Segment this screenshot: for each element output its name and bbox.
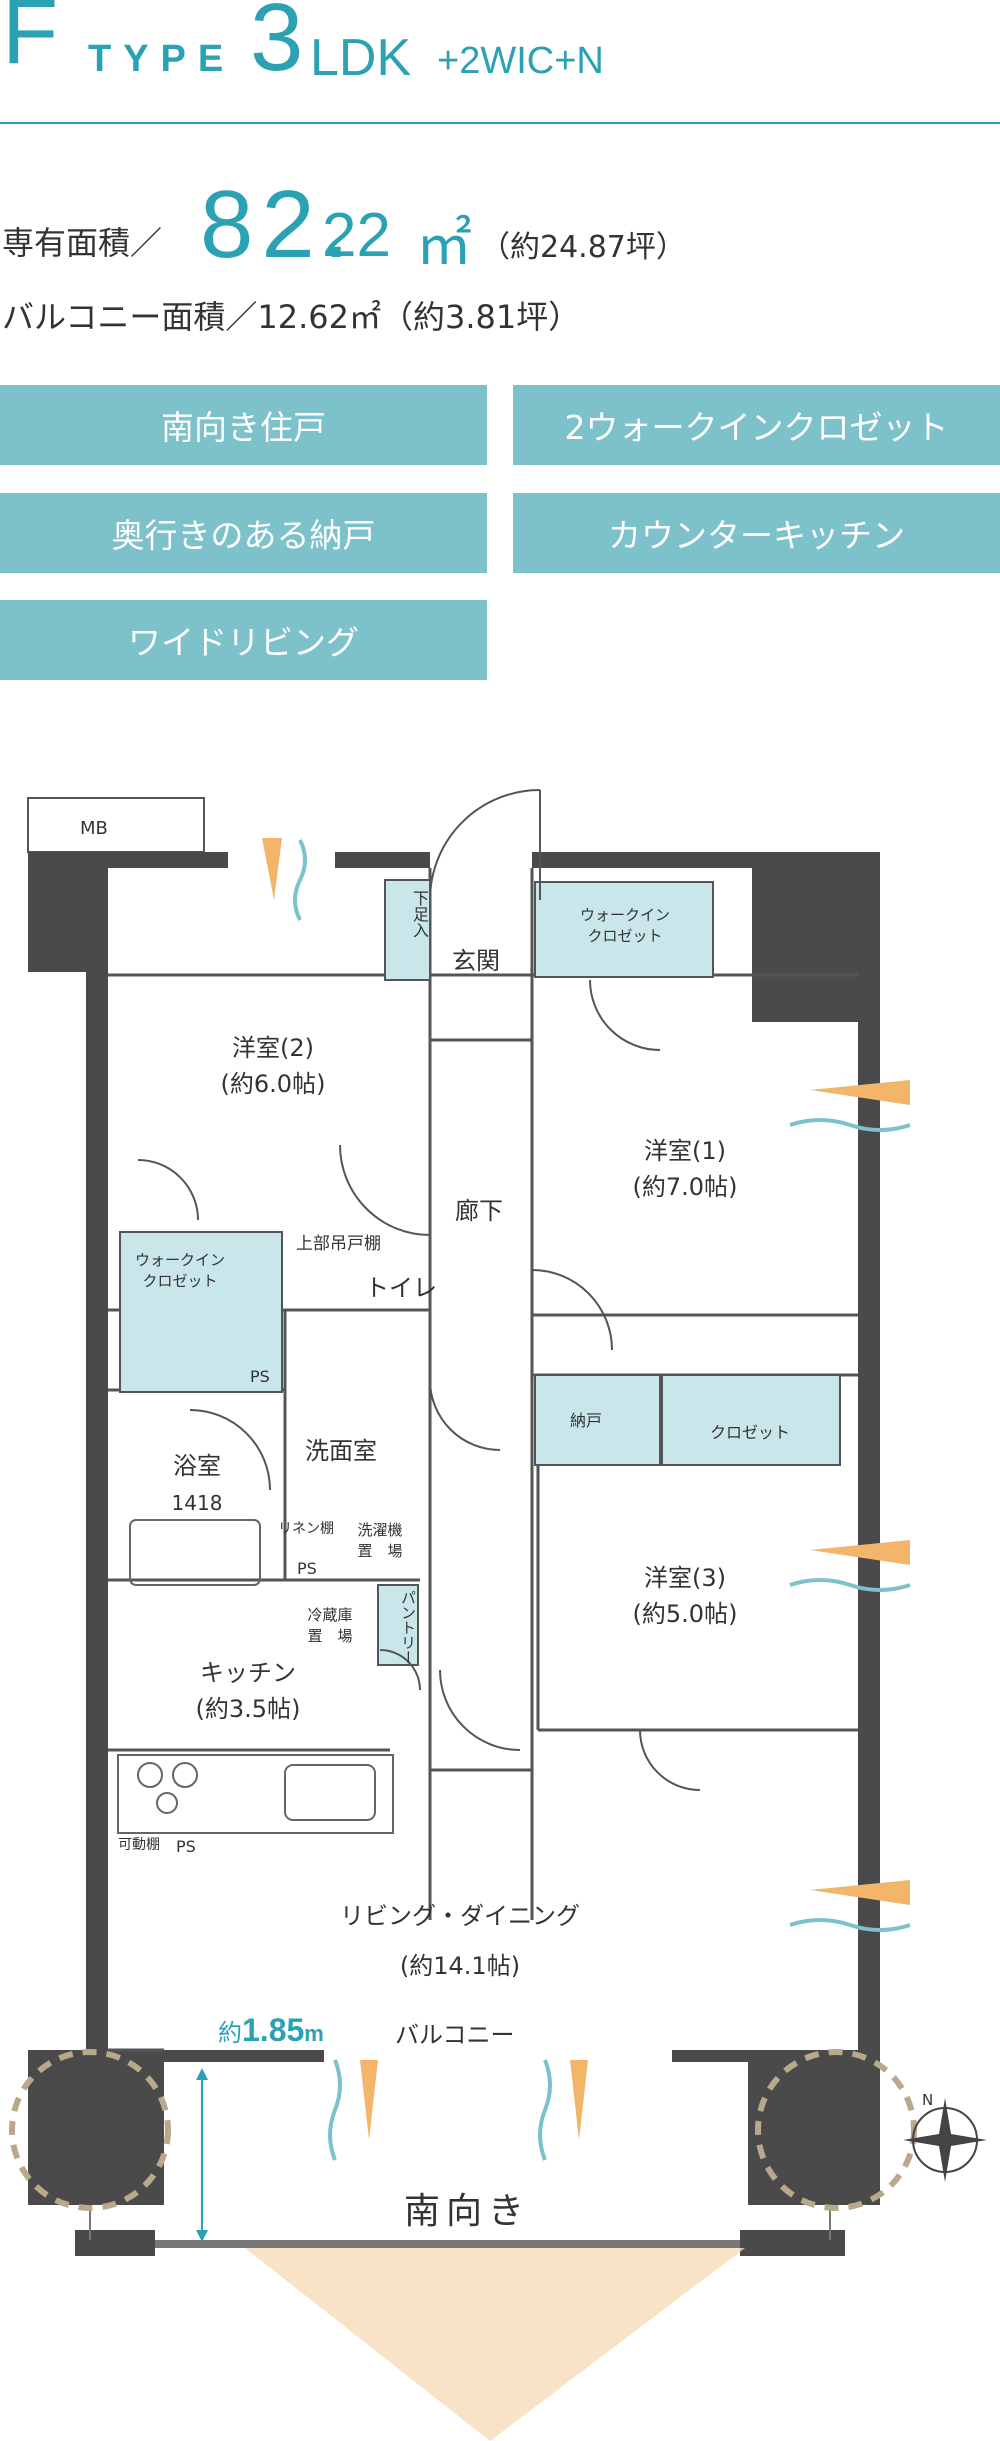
rooms-type: LDK: [310, 29, 412, 87]
ps-label: PS: [176, 1837, 196, 1856]
wall: [752, 852, 880, 1022]
floor-plan: MB 下足入 玄関 ウォークインクロゼット 洋室(2)(約6.0帖) 洋室(1)…: [0, 750, 1000, 2441]
living-label: リビング・ダイニング(約14.1帖): [340, 1902, 580, 1980]
wind-indicators: [293, 839, 911, 2161]
area-unit: ㎡: [416, 213, 472, 276]
hallway-label: 廊下: [455, 1197, 503, 1225]
storage-room: [534, 1374, 661, 1466]
sink: [284, 1764, 376, 1821]
ps-label: PS: [250, 1367, 270, 1386]
feature-tag: 奥行きのある納戸: [0, 493, 487, 573]
wall: [858, 1020, 880, 2050]
area-tsubo: （約24.87坪）: [480, 230, 686, 265]
wall: [28, 852, 108, 972]
rooms-suffix: +2WIC+N: [437, 40, 604, 82]
balcony-label: バルコニー: [395, 2021, 515, 2049]
walk-in-closet-top: [534, 881, 714, 978]
entrance-label: 玄関: [452, 947, 500, 975]
kitchen-counter: [117, 1754, 394, 1834]
rooms-number: 3: [250, 0, 304, 91]
wall: [28, 2050, 164, 2205]
sunlight-indicators: [262, 838, 910, 2140]
room3-label: 洋室(3)(約5.0帖): [632, 1564, 738, 1628]
plan-title: F TYPE 3 LDK +2WIC+N: [0, 0, 1000, 125]
compass-north-label: N: [922, 2091, 934, 2109]
south-arrow: [245, 2248, 745, 2441]
closet-label: クロゼット: [710, 1423, 791, 1442]
balcony-width: 約1.85m: [218, 2012, 324, 2048]
ps-label: PS: [297, 1559, 317, 1578]
pantry-label: パントリー: [399, 1590, 417, 1665]
wall: [748, 2050, 880, 2205]
wic-top-label: ウォークインクロゼット: [579, 906, 670, 945]
title-divider: [0, 122, 1000, 124]
feature-tag: カウンターキッチン: [513, 493, 1000, 573]
floor-plan-drawing: [9, 789, 987, 2441]
storage-room-label: 納戸: [570, 1411, 603, 1430]
mb-box: [27, 797, 205, 853]
shoe-cabinet: [384, 879, 431, 981]
room1-label: 洋室(1)(約7.0帖): [632, 1137, 738, 1201]
balcony-area: バルコニー面積／12.62㎡（約3.81坪）: [2, 298, 581, 336]
toilet-label: トイレ: [365, 1274, 437, 1302]
washroom-label: 洗面室: [305, 1437, 377, 1465]
linen-shelf-label: リネン棚: [278, 1521, 334, 1537]
wall: [740, 2230, 845, 2256]
area-decimal: 22: [322, 201, 391, 270]
wall: [164, 2050, 324, 2062]
wall: [86, 960, 108, 2050]
wall: [108, 852, 228, 868]
balcony-rail: [75, 2240, 845, 2248]
compass-icon: [903, 2098, 987, 2182]
corner-highlight: [9, 2049, 171, 2211]
south-facing-label: 南向き: [404, 2191, 531, 2232]
fridge-label: 冷蔵庫置 場: [307, 1606, 353, 1645]
room2-label: 洋室(2)(約6.0帖): [220, 1034, 326, 1098]
wic-left-label: ウォークインクロゼット: [134, 1251, 225, 1290]
type-word: TYPE: [88, 38, 236, 80]
wall: [75, 2230, 155, 2256]
mb-label: MB: [80, 818, 108, 839]
closet: [661, 1374, 841, 1466]
feature-tag: 南向き住戸: [0, 385, 487, 465]
washer-label: 洗濯機置 場: [357, 1521, 403, 1560]
type-letter: F: [2, 0, 59, 83]
feature-tag: ワイドリビング: [0, 600, 487, 680]
shoe-cabinet-label: 下足入: [410, 890, 429, 938]
feature-tag: 2ウォークインクロゼット: [513, 385, 1000, 465]
area-info: 専有面積／ 82. 22 ㎡ （約24.87坪）: [0, 170, 1000, 280]
pantry: [377, 1584, 419, 1666]
wall: [335, 852, 430, 868]
wall: [532, 852, 752, 868]
upper-shelf-label: 上部吊戸棚: [296, 1234, 381, 1254]
bathtub: [129, 1519, 261, 1586]
movable-shelf-label: 可動棚: [118, 1837, 160, 1853]
area-label: 専有面積／: [2, 224, 163, 262]
area-integer: 82.: [200, 171, 358, 278]
wall: [672, 2050, 748, 2062]
kitchen-label: キッチン(約3.5帖): [195, 1659, 301, 1723]
